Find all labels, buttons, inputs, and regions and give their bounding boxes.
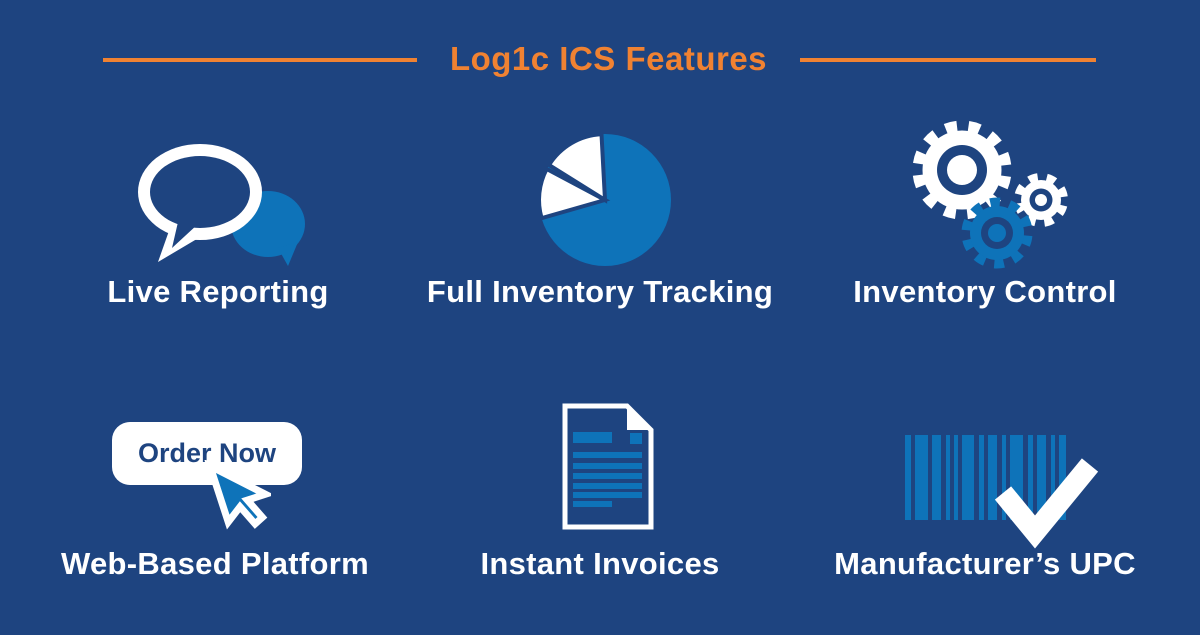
title-rule-right [800, 58, 1096, 62]
pie-chart-icon [537, 131, 671, 266]
feature-label-manufacturers-upc: Manufacturer’s UPC [834, 546, 1136, 581]
barcode-check-icon [905, 435, 1099, 549]
speech-bubbles-icon [138, 144, 305, 266]
feature-label-inventory-control: Inventory Control [853, 274, 1117, 309]
gears-icon [912, 120, 1068, 269]
title-rule-left [103, 58, 417, 62]
cursor-arrow-icon [204, 460, 271, 530]
page-title: Log1c ICS Features [449, 40, 768, 77]
feature-label-live-reporting: Live Reporting [107, 274, 329, 309]
invoice-icon [562, 403, 654, 530]
feature-label-inventory-tracking: Full Inventory Tracking [426, 274, 774, 309]
order-now-button[interactable]: Order Now [112, 422, 302, 485]
feature-label-instant-invoices: Instant Invoices [480, 546, 720, 581]
feature-label-web-based-platform: Web-Based Platform [61, 546, 369, 581]
